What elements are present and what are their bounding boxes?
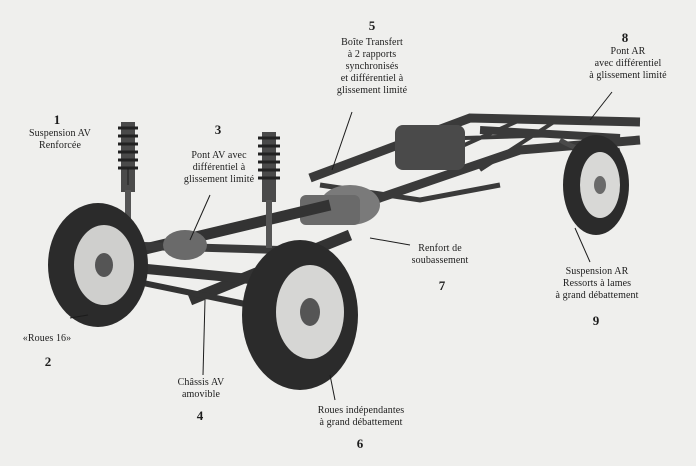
callout-label-renfort: Renfort de soubassement (411, 243, 469, 266)
callout-number-8: 8 (621, 30, 629, 45)
callout-label-suspension-av: Suspension AV Renforcée (29, 128, 91, 151)
callout-number-6: 6 (356, 436, 364, 451)
front-left-strut (118, 122, 138, 235)
callout-number-1: 1 (53, 112, 61, 127)
front-right-wheel (242, 240, 358, 390)
leader-lines (69, 91, 613, 401)
callout-label-roues-16: «Roues 16» (22, 333, 72, 344)
callout-label-boite-transfert: Boîte Transfert à 2 rapports synchronisé… (336, 37, 408, 96)
callout-label-pont-av: Pont AV avec différentiel à glissement l… (183, 150, 255, 185)
callout-number-4: 4 (196, 408, 204, 423)
front-right-strut (258, 132, 280, 248)
callout-number-9: 9 (592, 313, 600, 328)
callout-number-2: 2 (44, 354, 52, 369)
front-left-wheel (48, 203, 148, 327)
callout-label-roues-independantes: Roues indépendantes à grand débattement (317, 405, 405, 428)
callout-number-7: 7 (438, 278, 446, 293)
callout-label-suspension-ar: Suspension AR Ressorts à lames à grand d… (555, 266, 639, 301)
callout-label-chassis-av: Châssis AV amovible (177, 377, 225, 400)
callout-number-3: 3 (214, 122, 222, 137)
rear-wheel (563, 135, 629, 235)
callout-number-5: 5 (368, 18, 376, 33)
callout-label-pont-ar: Pont AR avec différentiel à glissement l… (589, 46, 667, 81)
